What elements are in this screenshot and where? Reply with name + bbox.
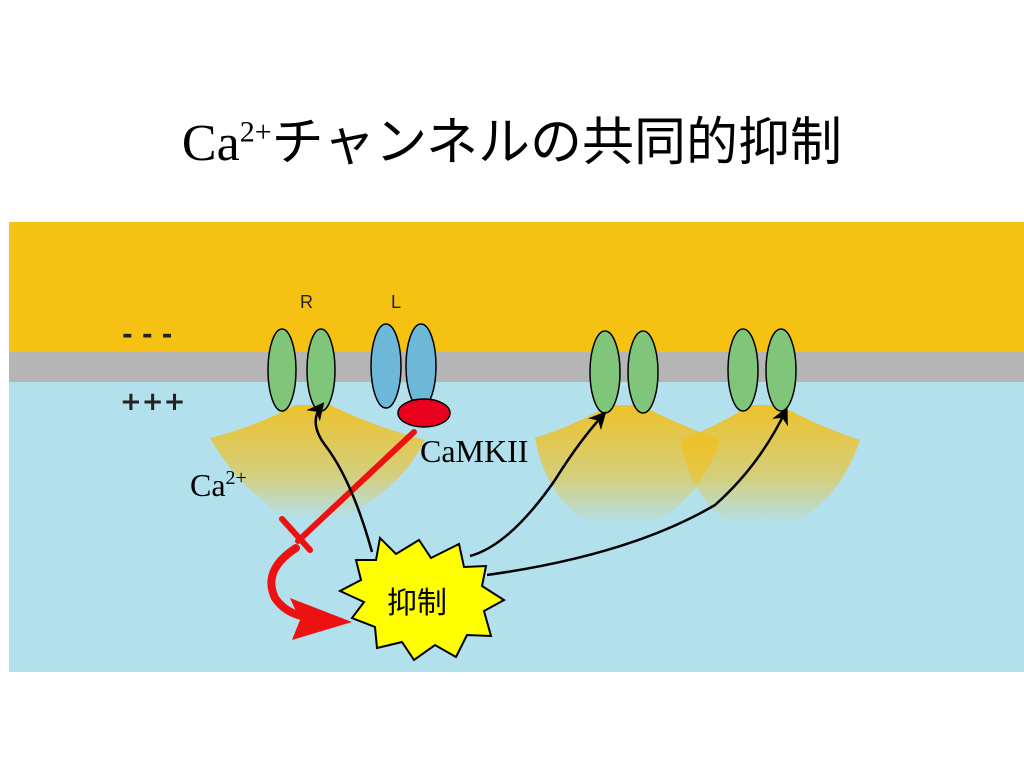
- camkii-label: CaMKII: [420, 433, 528, 469]
- r-channel: [267, 328, 336, 412]
- calcium-ion-charge: 2+: [226, 467, 247, 489]
- inhibition-t-bar: [279, 516, 313, 553]
- title-text: チャンネルの共同的抑制: [271, 113, 843, 173]
- arrow-to-channel-4: [486, 406, 788, 577]
- calcium-ion-symbol: Ca: [190, 467, 226, 503]
- slide-title: Ca2+チャンネルの共同的抑制: [0, 100, 1024, 175]
- inhibition-label: 抑制: [387, 586, 447, 621]
- l-channel-subunit-right: [405, 323, 437, 409]
- ca-channel-4: [727, 328, 797, 412]
- inhibition-burst: [337, 535, 506, 662]
- arrow-to-channel-3: [469, 411, 607, 558]
- ca-channel-4-subunit-right: [765, 328, 797, 412]
- ca-channel-4-subunit-left: [727, 328, 759, 412]
- r-channel-subunit-left: [267, 328, 297, 412]
- title-superscript: 2+: [239, 115, 272, 149]
- ca-channel-3-subunit-right: [627, 330, 659, 414]
- calcium-cloud-3: [535, 405, 720, 525]
- arrow-to-r-channel: [306, 402, 374, 553]
- camkii-inhibition-line: [295, 429, 417, 544]
- red-arrowhead: [290, 598, 352, 640]
- inside-charge: +++: [120, 387, 185, 417]
- title-ca: Ca: [181, 115, 240, 172]
- ca-channel-3-subunit-left: [589, 330, 621, 414]
- r-channel-subunit-right: [306, 328, 336, 412]
- l-channel: [370, 323, 437, 409]
- calcium-cloud-rl: [210, 405, 425, 520]
- l-channel-subunit-left: [370, 323, 402, 409]
- camkii-enzyme: [397, 398, 451, 428]
- channel-label-r: R: [300, 292, 313, 312]
- cell-membrane: [9, 352, 1024, 382]
- channel-label-l: L: [391, 292, 401, 312]
- calcium-ion-label: Ca2+: [190, 467, 247, 503]
- ca-channel-3: [589, 330, 659, 414]
- outside-charge: - - -: [122, 320, 172, 350]
- extracellular-space: [9, 222, 1024, 352]
